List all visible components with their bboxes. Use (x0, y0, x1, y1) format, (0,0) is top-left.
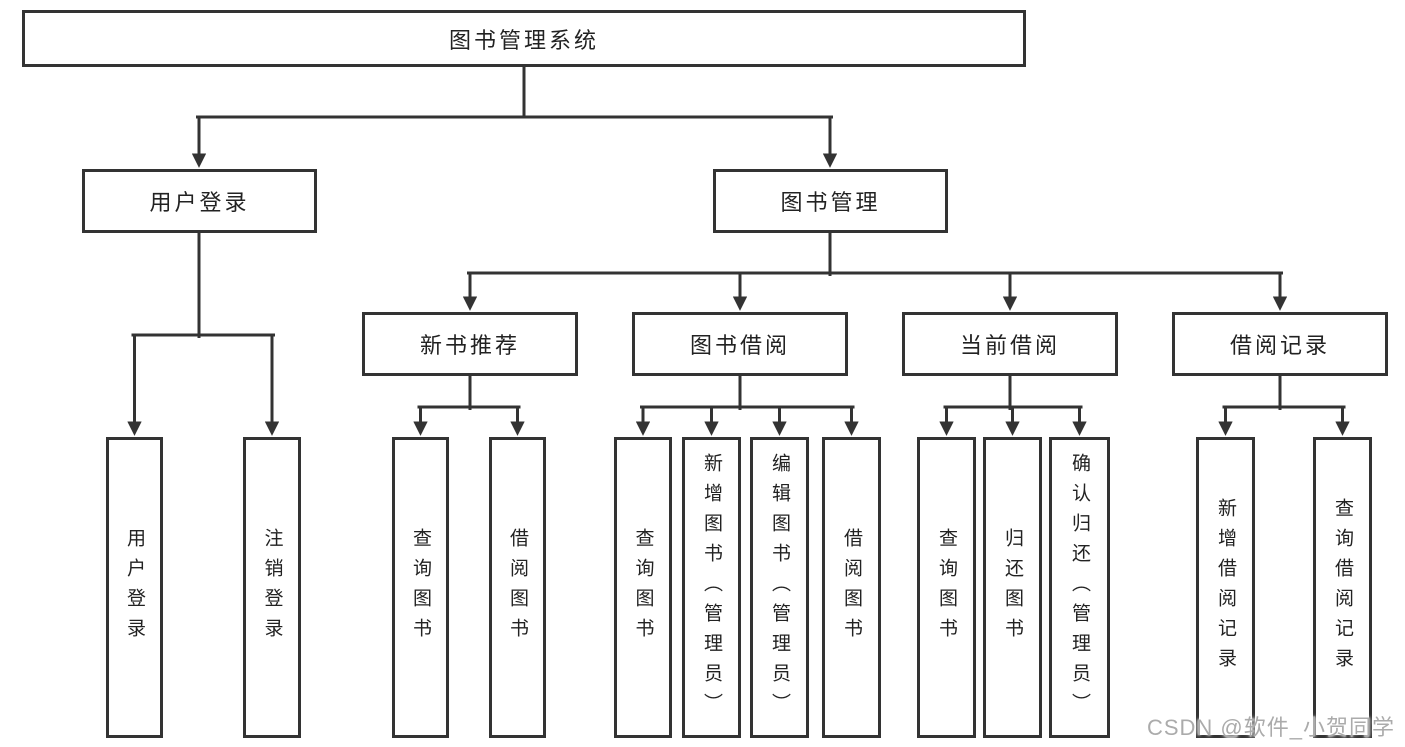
node-label: 注销登录 (261, 527, 283, 648)
node-book-management: 图书管理 (713, 169, 948, 233)
node-label: 借阅图书 (841, 527, 862, 648)
leaf-return-books: 归还图书 (983, 437, 1042, 738)
leaf-query-borrow-record: 查询借阅记录 (1313, 437, 1372, 738)
node-label: 查询图书 (632, 527, 654, 648)
node-label: 查询图书 (936, 527, 957, 648)
node-label: 用户登录 (124, 527, 145, 648)
node-label: 图书借阅 (689, 333, 790, 358)
csdn-watermark: CSDN @软件_小贺同学 (1146, 715, 1395, 740)
node-label: 当前借阅 (959, 333, 1060, 358)
node-new-book-recommend: 新书推荐 (362, 312, 578, 376)
edge-frame-lines (131, 65, 1346, 410)
leaf-logout: 注销登录 (243, 437, 301, 738)
leaf-add-books-admin: 新增图书（管理员） (682, 437, 741, 738)
leaf-edit-books-admin: 编辑图书（管理员） (750, 437, 809, 738)
leaf-user-login: 用户登录 (106, 437, 163, 738)
leaf-confirm-return-admin: 确认归还（管理员） (1049, 437, 1110, 738)
node-label: 新增图书（管理员） (701, 452, 722, 723)
node-label: 归还图书 (1002, 527, 1023, 648)
node-label: 新增借阅记录 (1215, 497, 1236, 678)
node-label: 用户登录 (149, 190, 250, 215)
node-label: 确认归还（管理员） (1069, 452, 1090, 723)
node-label: 图书管理系统 (448, 27, 599, 53)
leaf-add-borrow-record: 新增借阅记录 (1196, 437, 1255, 738)
node-book-borrow: 图书借阅 (632, 312, 848, 376)
node-label: 借阅图书 (507, 527, 528, 648)
leaf-borrow-books-b: 借阅图书 (822, 437, 881, 738)
leaf-query-books-a: 查询图书 (392, 437, 449, 738)
node-current-borrow: 当前借阅 (902, 312, 1118, 376)
node-label: 借阅记录 (1229, 333, 1330, 358)
node-label: 查询借阅记录 (1332, 497, 1353, 678)
node-user-login: 用户登录 (82, 169, 317, 233)
leaf-borrow-books-a: 借阅图书 (489, 437, 546, 738)
node-label: 图书管理 (780, 190, 881, 215)
node-label: 新书推荐 (419, 333, 520, 358)
leaf-query-books-b: 查询图书 (614, 437, 672, 738)
node-root-library-system: 图书管理系统 (22, 10, 1026, 67)
leaf-query-books-c: 查询图书 (917, 437, 976, 738)
node-label: 查询图书 (410, 527, 431, 648)
node-label: 编辑图书（管理员） (769, 452, 790, 723)
node-borrow-records: 借阅记录 (1172, 312, 1388, 376)
